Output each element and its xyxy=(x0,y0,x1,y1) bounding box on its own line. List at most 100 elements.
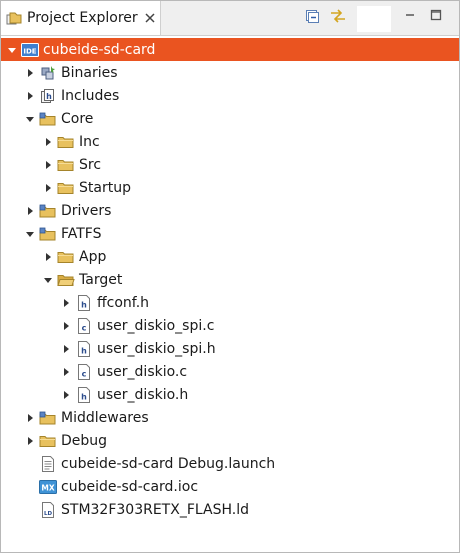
tree-item-user-diskio-h[interactable]: h user_diskio.h xyxy=(1,383,459,406)
tree-item-label: cubeide-sd-card Debug.launch xyxy=(61,455,276,472)
linker-script-icon: LD xyxy=(39,501,57,519)
tree-item-core[interactable]: Core xyxy=(1,107,459,130)
chevron-down-icon[interactable] xyxy=(23,112,37,126)
tab-project-explorer[interactable]: Project Explorer xyxy=(1,1,161,35)
folder-icon xyxy=(57,156,75,174)
collapse-all-icon xyxy=(304,8,320,28)
tree-item-drivers[interactable]: Drivers xyxy=(1,199,459,222)
tree-item-label: App xyxy=(79,248,107,265)
svg-text:IDE: IDE xyxy=(23,47,36,55)
tree-item-target[interactable]: Target xyxy=(1,268,459,291)
source-folder-icon xyxy=(39,409,57,427)
folder-icon xyxy=(39,432,57,450)
folder-icon xyxy=(57,248,75,266)
tree-item-binaries[interactable]: Binaries xyxy=(1,61,459,84)
chevron-right-icon[interactable] xyxy=(59,342,73,356)
svg-text:h: h xyxy=(81,392,87,401)
folder-icon xyxy=(57,179,75,197)
maximize-button[interactable] xyxy=(429,9,443,25)
tree-item-label: Src xyxy=(79,156,102,173)
tree-item-app[interactable]: App xyxy=(1,245,459,268)
source-folder-icon xyxy=(39,110,57,128)
c-source-file-icon: c xyxy=(75,363,93,381)
chevron-right-icon[interactable] xyxy=(59,388,73,402)
chevron-right-icon[interactable] xyxy=(23,89,37,103)
tree-item-label: Inc xyxy=(79,133,100,150)
chevron-right-icon[interactable] xyxy=(23,66,37,80)
tree-item-label: Includes xyxy=(61,87,120,104)
chevron-right-icon[interactable] xyxy=(23,204,37,218)
svg-text:MX: MX xyxy=(41,483,54,492)
minimize-icon xyxy=(404,9,416,25)
tree-item-label: cubeide-sd-card.ioc xyxy=(61,478,199,495)
toolbar-blank-area xyxy=(357,6,391,32)
ide-project-icon: IDE xyxy=(21,41,39,59)
chevron-right-icon[interactable] xyxy=(41,135,55,149)
tree-item-label: user_diskio.h xyxy=(97,386,189,403)
tree-item-linker-script[interactable]: LD STM32F303RETX_FLASH.ld xyxy=(1,498,459,521)
tree-item-label: user_diskio.c xyxy=(97,363,188,380)
chevron-right-icon[interactable] xyxy=(23,411,37,425)
tree-item-middlewares[interactable]: Middlewares xyxy=(1,406,459,429)
tree-item-label: ffconf.h xyxy=(97,294,150,311)
chevron-down-icon[interactable] xyxy=(23,227,37,241)
includes-icon: h xyxy=(39,87,57,105)
c-source-file-icon: c xyxy=(75,317,93,335)
svg-text:h: h xyxy=(46,92,52,101)
tree-item-user-diskio-c[interactable]: c user_diskio.c xyxy=(1,360,459,383)
svg-text:LD: LD xyxy=(44,511,53,517)
tree-item-includes[interactable]: h Includes xyxy=(1,84,459,107)
tree-item-src[interactable]: Src xyxy=(1,153,459,176)
project-tree: IDE cubeide-sd-card Binaries xyxy=(1,38,459,521)
minimize-button[interactable] xyxy=(403,10,417,24)
tree-item-label: user_diskio_spi.c xyxy=(97,317,215,334)
svg-text:h: h xyxy=(81,346,87,355)
source-folder-icon xyxy=(39,225,57,243)
tree-item-label: STM32F303RETX_FLASH.ld xyxy=(61,501,249,518)
chevron-down-icon[interactable] xyxy=(41,273,55,287)
header-file-icon: h xyxy=(75,340,93,358)
tree-item-label: Drivers xyxy=(61,202,112,219)
tree-item-debug-launch[interactable]: cubeide-sd-card Debug.launch xyxy=(1,452,459,475)
tree-item-label: FATFS xyxy=(61,225,102,242)
tree-item-user-diskio-spi-c[interactable]: c user_diskio_spi.c xyxy=(1,314,459,337)
header-file-icon: h xyxy=(75,386,93,404)
tab-label: Project Explorer xyxy=(27,10,138,26)
tree-item-label: Middlewares xyxy=(61,409,149,426)
tree-item-inc[interactable]: Inc xyxy=(1,130,459,153)
chevron-right-icon[interactable] xyxy=(59,296,73,310)
tree-item-fatfs[interactable]: FATFS xyxy=(1,222,459,245)
chevron-right-icon[interactable] xyxy=(41,158,55,172)
tree-item-label: Debug xyxy=(61,432,108,449)
chevron-right-icon[interactable] xyxy=(41,181,55,195)
chevron-right-icon[interactable] xyxy=(41,250,55,264)
view-tab-bar: Project Explorer xyxy=(1,1,459,36)
tree-item-ffconf-h[interactable]: h ffconf.h xyxy=(1,291,459,314)
chevron-right-icon[interactable] xyxy=(59,365,73,379)
svg-text:c: c xyxy=(82,369,87,378)
tree-item-label: Startup xyxy=(79,179,131,196)
tree-item-project[interactable]: IDE cubeide-sd-card xyxy=(1,38,459,61)
cubemx-file-icon: MX xyxy=(39,478,57,496)
link-with-editor-icon xyxy=(329,8,347,28)
close-icon[interactable] xyxy=(144,12,156,24)
binaries-icon xyxy=(39,64,57,82)
tree-item-debug[interactable]: Debug xyxy=(1,429,459,452)
tree-item-ioc[interactable]: MX cubeide-sd-card.ioc xyxy=(1,475,459,498)
tree-item-startup[interactable]: Startup xyxy=(1,176,459,199)
text-file-icon xyxy=(39,455,57,473)
tree-item-label: Core xyxy=(61,110,94,127)
maximize-icon xyxy=(430,9,442,25)
tree-item-label: Target xyxy=(79,271,123,288)
collapse-all-button[interactable] xyxy=(303,9,321,27)
tree-item-label: user_diskio_spi.h xyxy=(97,340,216,357)
svg-text:c: c xyxy=(82,323,87,332)
chevron-down-icon[interactable] xyxy=(5,43,19,57)
chevron-right-icon[interactable] xyxy=(59,319,73,333)
svg-text:h: h xyxy=(81,300,87,309)
tree-item-user-diskio-spi-h[interactable]: h user_diskio_spi.h xyxy=(1,337,459,360)
header-file-icon: h xyxy=(75,294,93,312)
link-with-editor-button[interactable] xyxy=(329,9,347,27)
chevron-right-icon[interactable] xyxy=(23,434,37,448)
